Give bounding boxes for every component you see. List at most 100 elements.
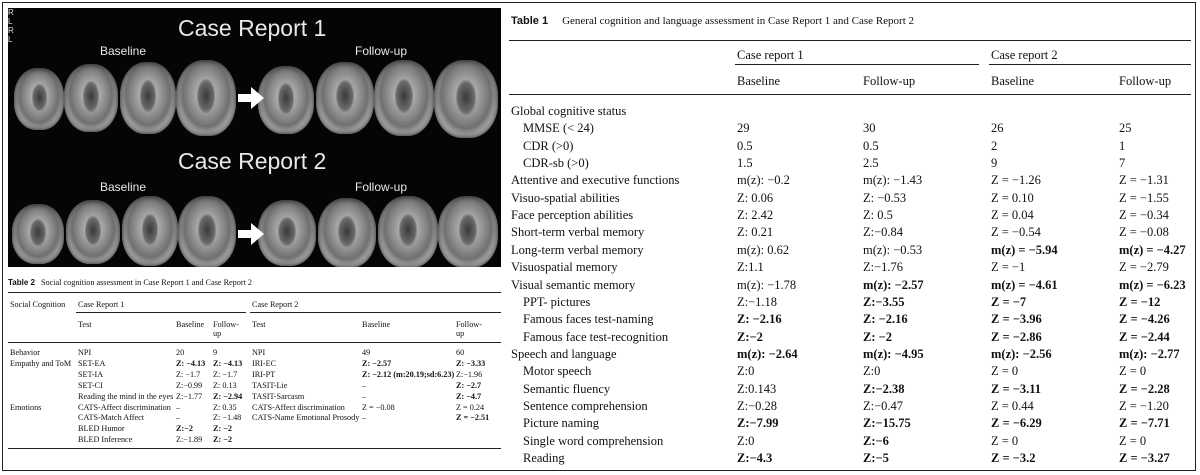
row1-mri-slice-6 (316, 62, 374, 134)
t1-cell: Z = −7 (991, 294, 1027, 309)
row2-mri-slice-3 (122, 196, 178, 266)
t1-row-label: CDR (>0) (523, 138, 574, 153)
t1-cell: Z = −1.55 (1119, 190, 1169, 205)
t1-cell: Z = −2.28 (1119, 381, 1170, 396)
t1-cell: 29 (737, 121, 750, 136)
t2-cell-b1: Z:−0.99 (176, 380, 203, 390)
t1-cell: Z:−7.99 (737, 416, 779, 431)
t1-cell: Z:1.1 (737, 260, 764, 275)
t2-header-followup1: Follow-up (213, 320, 239, 338)
t2-cell-b1: Z: −4.13 (176, 358, 206, 368)
t2-cell-cat: Behavior (10, 348, 41, 357)
t1-cell: Z = −1.20 (1119, 398, 1169, 413)
t1-cell: m(z): 0.62 (737, 242, 790, 257)
t1-cell: m(z): −1.43 (863, 173, 923, 188)
t1-cell: Z = 0.04 (991, 208, 1034, 223)
t1-row-label: CDR-sb (>0) (523, 156, 589, 171)
t2-cell-b1: – (176, 402, 181, 412)
row2-mri-slice-4 (178, 196, 236, 267)
t2-cell-cat: Empathy and ToM (10, 358, 72, 368)
t1-cell: Z = −4.26 (1119, 312, 1170, 327)
t2-cell-t1: Reading the mind in the eyes (78, 391, 174, 401)
t1-cell: Z = −1.31 (1119, 173, 1169, 188)
t1-cell: m(z): −0.53 (863, 242, 923, 257)
t1-cell: Z:−15.75 (863, 416, 911, 431)
t2-header-baseline1: Baseline (176, 320, 205, 329)
t2-header-case1: Case Report 1 (78, 300, 125, 309)
t2-cell-f2: Z: −3.33 (456, 358, 486, 368)
t2-cell-t2: TASIT-Lie (252, 380, 288, 390)
t1-cell: 9 (991, 156, 998, 171)
t1-cell: 0.5 (863, 138, 879, 153)
t2-cell-t2: TASIT-Sarcasm (252, 391, 305, 401)
t1-row-label: PPT- pictures (523, 294, 591, 309)
t1-cell: Z:0.143 (737, 381, 777, 396)
t2-cell-f1: Z: 0.13 (213, 380, 237, 390)
t1-row-label: Face perception abilities (511, 208, 634, 223)
table1-label: Table 1 (511, 15, 549, 27)
t1-row-label: Famous face test-recognition (523, 329, 669, 344)
t1-row-label: Speech and language (511, 346, 617, 361)
t1-row-label: Attentive and executive functions (511, 173, 680, 188)
t2-cell-t1: BLED Inference (78, 435, 133, 445)
t1-row-label: Global cognitive status (511, 104, 627, 118)
row1-mri-slice-5 (258, 66, 314, 134)
t1-cell: 26 (991, 121, 1004, 136)
table1-caption-text: General cognition and language assessmen… (562, 15, 915, 27)
t2-cell-t2: CATS-Name Emotional Prosody (252, 413, 360, 423)
t1-cell: Z:−0.28 (737, 398, 778, 413)
t2-cell-f1: Z: −4.13 (213, 358, 243, 368)
t2-cell-t1: BLED Humor (78, 424, 125, 434)
table-row: Attentive and executive functions m(z): −… (509, 173, 1191, 190)
t2-cell-b2: 49 (362, 348, 371, 357)
t2-cell-f1: 9 (213, 348, 218, 357)
t2-header-test1: Test (78, 320, 92, 329)
t2-cell-f2: 60 (456, 348, 465, 357)
t1-cell: m(z): −0.2 (737, 173, 790, 188)
t1-cell: 2 (991, 138, 998, 153)
case2-r-label: R (8, 26, 14, 35)
t2-cell-b2: – (362, 413, 367, 423)
t1-cell: Z = −3.2 (991, 451, 1036, 465)
case1-r-label: R (8, 8, 14, 17)
table2-caption-text: Social cognition assessment in Case Repo… (40, 278, 253, 287)
t1-row-label: MMSE (< 24) (523, 121, 594, 136)
t2-header-baseline2: Baseline (362, 320, 391, 329)
t1-row-label: Semantic fluency (523, 381, 611, 396)
t1-cell: m(z) = −4.61 (991, 277, 1058, 292)
t1-header-followup1: Follow-up (863, 74, 916, 88)
t1-cell: 30 (863, 121, 876, 136)
t2-header-test2: Test (252, 320, 266, 329)
t1-row-label: Reading (523, 451, 565, 465)
t2-cell-f2: Z = 0.24 (456, 402, 485, 412)
t1-cell: Z:−0.84 (863, 225, 904, 240)
case2-title: Case Report 2 (178, 148, 327, 174)
t2-cell-t2: IRI-PT (252, 369, 276, 379)
t1-cell: Z = −0.34 (1119, 208, 1169, 223)
t1-cell: Z:0 (737, 364, 755, 379)
t1-cell: 1 (1119, 138, 1126, 153)
t2-cell-b1: 20 (176, 348, 185, 357)
t1-cell: Z = −1.26 (991, 173, 1041, 188)
t1-header-case2: Case report 2 (991, 48, 1058, 62)
t1-cell: Z:0 (863, 364, 881, 379)
row1-mri-slice-4 (176, 60, 236, 136)
t2-cell-t2: CATS-Affect discrimination (252, 402, 345, 412)
t1-cell: m(z): −2.56 (991, 346, 1052, 361)
t1-cell: Z:−1.76 (863, 260, 904, 275)
t1-cell: Z:−3.55 (863, 294, 905, 309)
row1-mri-slice-1 (14, 68, 64, 130)
